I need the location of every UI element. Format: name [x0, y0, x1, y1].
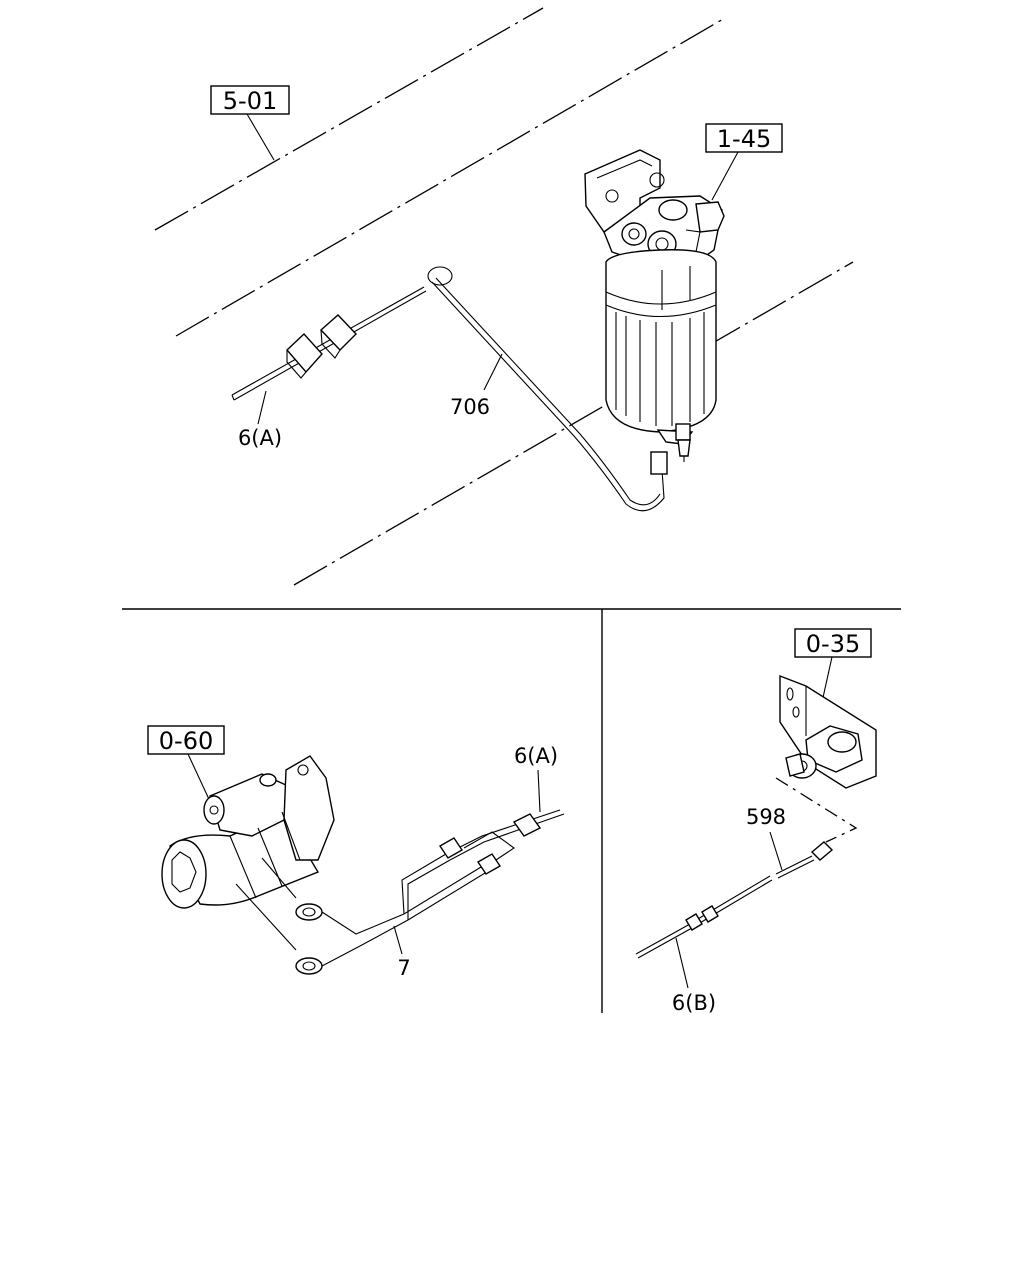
ref-box-1-45[interactable]: 1-45: [705, 123, 783, 153]
ref-box-5-01[interactable]: 5-01: [210, 85, 290, 115]
part-label-6a-top[interactable]: 6(A): [238, 426, 282, 450]
leader-1-45: [711, 151, 739, 201]
ref-label-1-45: 1-45: [717, 125, 771, 153]
sensor-bracket[interactable]: [779, 674, 877, 789]
leader-706: [483, 353, 503, 391]
wire-harness-7[interactable]: [235, 809, 565, 975]
leader-598: [769, 831, 783, 871]
ref-label-0-60: 0-60: [159, 727, 213, 755]
ref-label-5-01: 5-01: [223, 87, 277, 115]
wire-harness-598[interactable]: [635, 777, 858, 959]
leader-5-01: [246, 113, 275, 161]
ref-box-0-60[interactable]: 0-60: [147, 725, 225, 755]
part-label-6b[interactable]: 6(B): [672, 991, 716, 1015]
leader-6b: [675, 937, 689, 989]
leader-6a-top: [257, 390, 267, 425]
ref-label-0-35: 0-35: [806, 630, 860, 658]
ref-box-0-35[interactable]: 0-35: [794, 628, 872, 658]
part-label-7[interactable]: 7: [397, 956, 410, 980]
leader-7: [393, 925, 403, 955]
part-label-598[interactable]: 598: [746, 805, 786, 829]
part-label-706[interactable]: 706: [450, 395, 490, 419]
leader-6a-bottom: [537, 769, 541, 813]
frame-rail-lines: [154, 7, 854, 586]
part-label-6a-bottom[interactable]: 6(A): [514, 744, 558, 768]
starter-motor[interactable]: [161, 755, 335, 909]
fuel-filter[interactable]: [584, 149, 725, 462]
wire-harness-706[interactable]: [231, 266, 668, 512]
